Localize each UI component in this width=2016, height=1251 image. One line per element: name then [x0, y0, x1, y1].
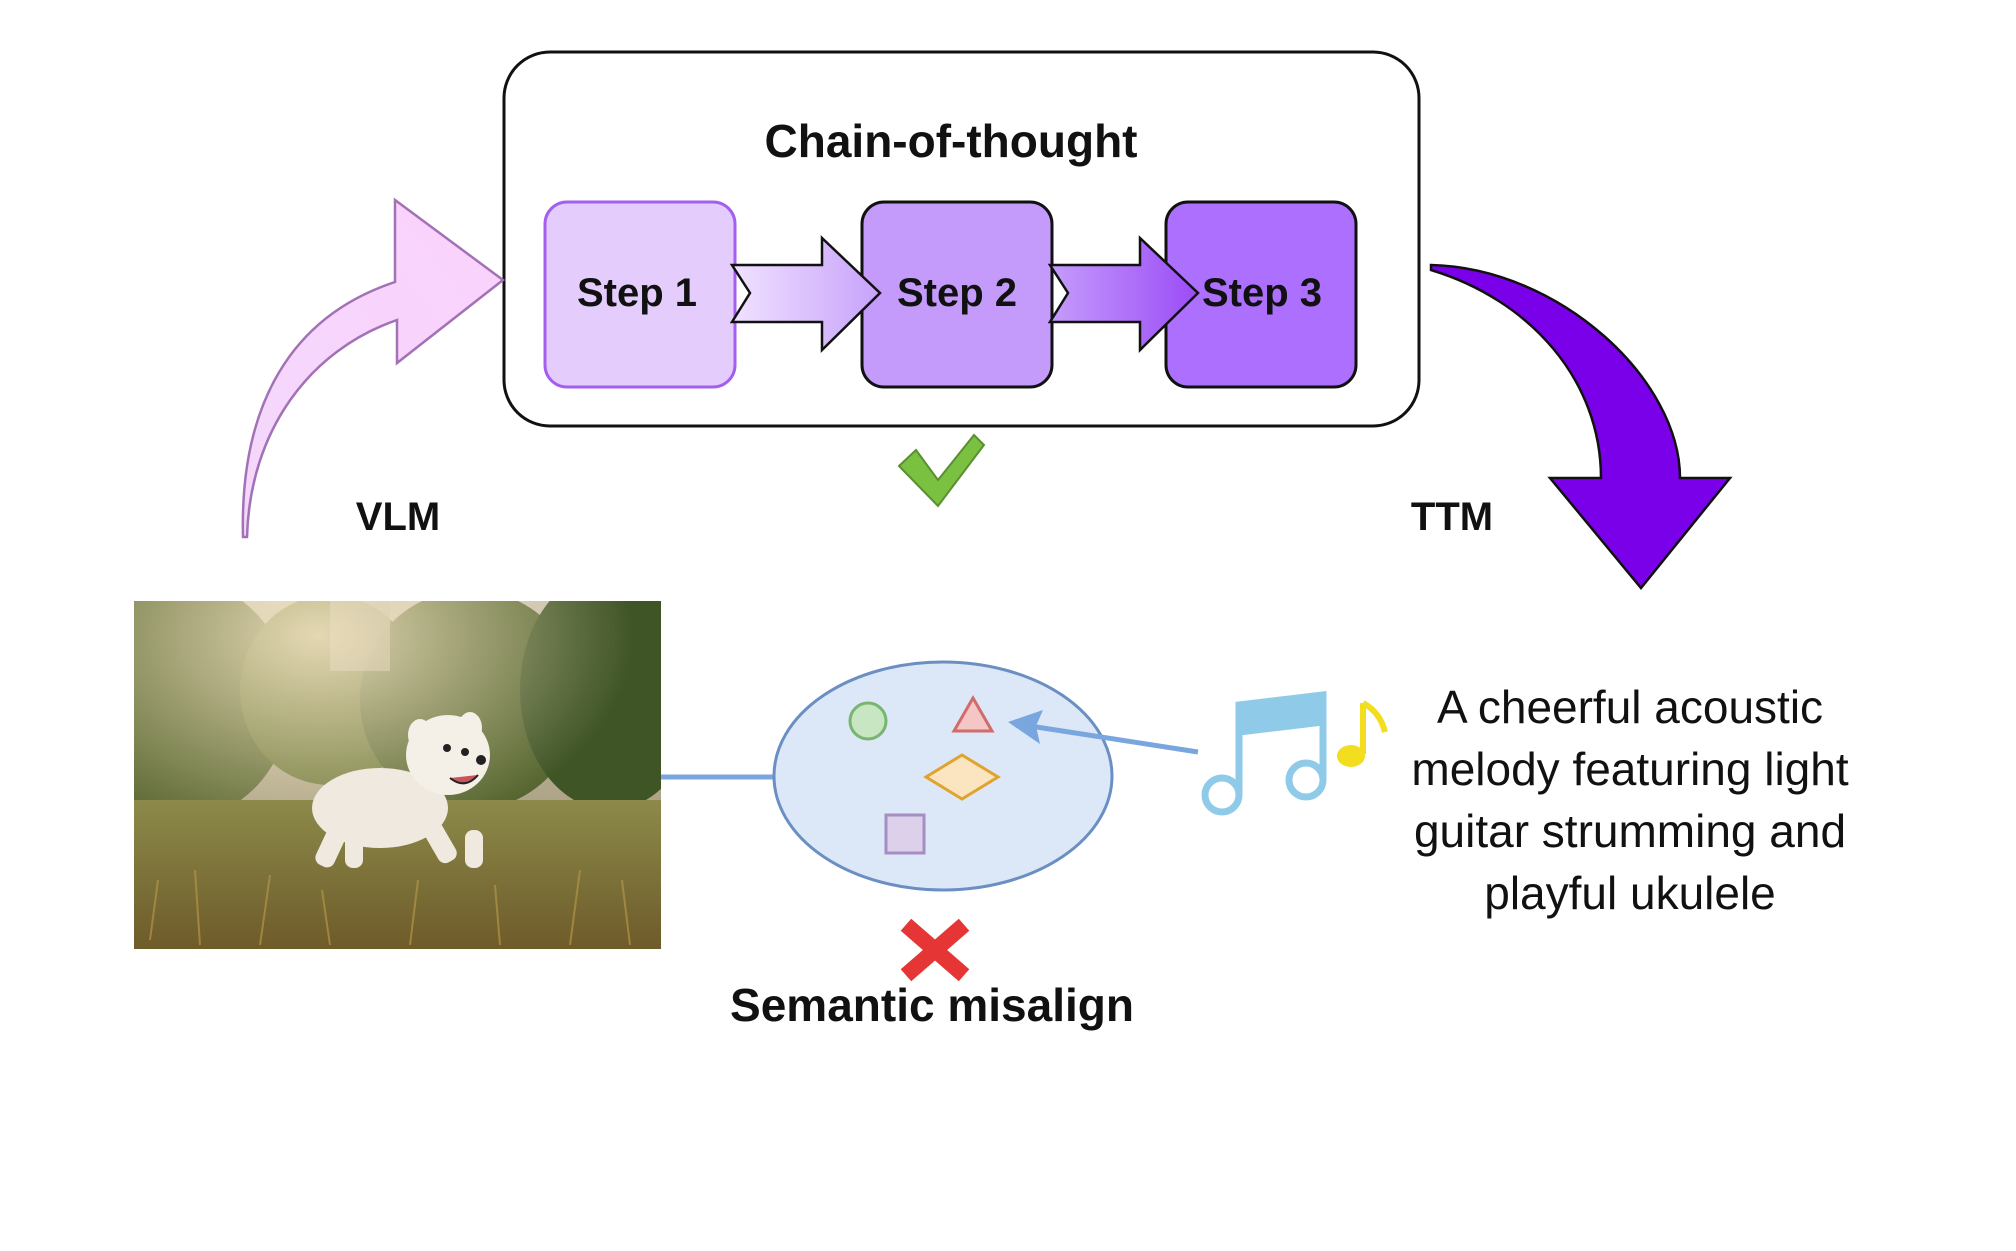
step-1-box [543, 200, 737, 389]
ttm-curved-arrow [1429, 263, 1733, 590]
music-description-line: A cheerful acoustic [1437, 681, 1823, 733]
chain-of-thought-title: Chain-of-thought [765, 115, 1138, 167]
music-description: A cheerful acoustic melody featuring lig… [1411, 681, 1848, 919]
semantic-misalign-label: Semantic misalign [730, 979, 1134, 1031]
square-shape [884, 813, 926, 855]
step-2-to-3-arrow [1047, 235, 1200, 353]
chain-of-thought-box: Chain-of-thought Step 1 Step 2 Step 3 [502, 50, 1421, 428]
cross-mark-icon [900, 918, 970, 982]
step-1-label: Step 1 [577, 271, 697, 315]
step-3-label: Step 3 [1202, 271, 1322, 315]
step-1-to-2-arrow [729, 235, 882, 353]
music-description-line: playful ukulele [1484, 867, 1776, 919]
ttm-label: TTM [1411, 495, 1493, 539]
vlm-curved-arrow [241, 197, 506, 539]
music-description-line: guitar strumming and [1414, 805, 1846, 857]
music-to-embedding-arrow [1008, 710, 1199, 755]
music-note-icon [1201, 691, 1327, 816]
music-description-line: melody featuring light [1411, 743, 1848, 795]
dog-photo [134, 601, 661, 949]
step-2-label: Step 2 [897, 271, 1017, 315]
embedding-space [772, 660, 1114, 892]
small-music-note-icon [1337, 700, 1388, 767]
diamond-shape [923, 753, 1001, 801]
circle-shape [848, 701, 888, 741]
triangle-shape [951, 694, 995, 733]
check-mark-icon [897, 433, 986, 508]
vlm-label: VLM [356, 495, 440, 539]
